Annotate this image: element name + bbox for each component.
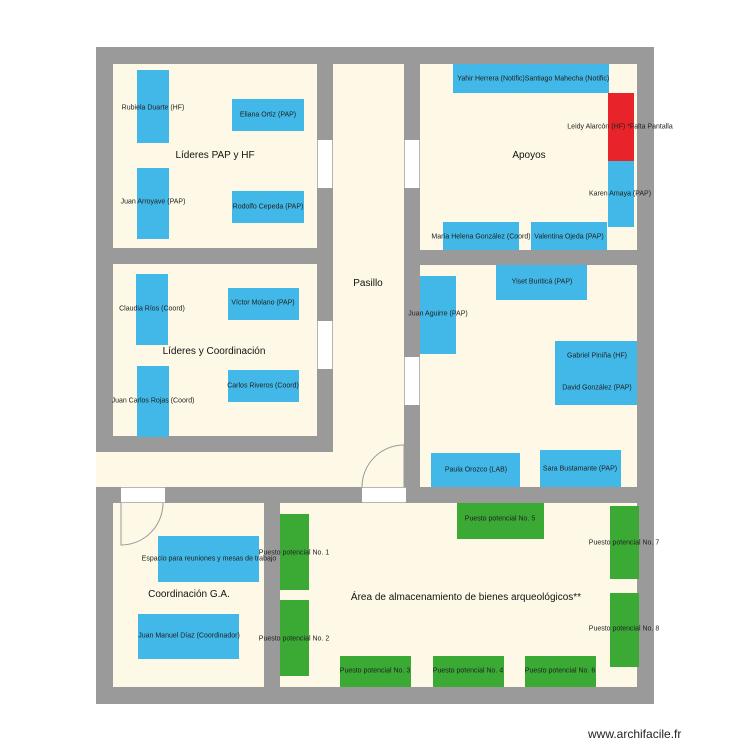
desk-yahir — [453, 64, 528, 93]
door-lideres-pap-hf[interactable] — [317, 140, 333, 188]
puesto-label-7: Puesto potencial No. 7 — [588, 539, 660, 547]
door-east-office[interactable] — [404, 357, 420, 405]
desk-label-santiago: Santiago Mahecha (Notific) — [524, 75, 610, 83]
desk-label-gabriel: Gabriel Piniña (HF) — [567, 352, 627, 360]
outer-wall-right — [637, 47, 654, 704]
footer-watermark: www.archifacile.fr — [588, 727, 682, 741]
puesto-label-3: Puesto potencial No. 3 — [339, 667, 411, 675]
desk-label-yiset: Yiset Buriticá (PAP) — [511, 278, 573, 286]
desk-juan-aguirre — [420, 276, 456, 354]
puesto-1 — [280, 514, 309, 590]
puesto-label-1: Puesto potencial No. 1 — [258, 549, 330, 557]
wall-left-bottom — [96, 436, 333, 452]
desk-maria — [443, 222, 519, 250]
room-label-almacenamiento: Área de almacenamiento de bienes arqueol… — [350, 592, 582, 603]
desk-victor — [228, 288, 299, 320]
desk-label-karen: Karen Amaya (PAP) — [588, 190, 652, 198]
desk-karen — [608, 161, 634, 227]
door-almacenamiento[interactable] — [362, 487, 406, 503]
puesto-label-6: Puesto potencial No. 6 — [524, 667, 596, 675]
puesto-label-5: Puesto potencial No. 5 — [464, 515, 536, 523]
desk-sara — [540, 450, 621, 487]
desk-label-yahir: Yahir Herrera (Notific) — [457, 75, 525, 83]
desk-label-leidy: Leidy Alarcón (HF) *Falta Pantalla — [567, 123, 673, 131]
puesto-2 — [280, 600, 309, 676]
desk-label-paula: Paula Orozco (LAB) — [444, 466, 508, 474]
puesto-7 — [610, 506, 639, 579]
desk-santiago — [528, 64, 609, 93]
outer-wall-left — [96, 47, 113, 704]
desk-yiset — [496, 265, 587, 300]
puesto-label-2: Puesto potencial No. 2 — [258, 635, 330, 643]
puesto-4 — [433, 656, 504, 687]
desk-label-david: David González (PAP) — [562, 384, 632, 392]
room-apoyos — [420, 64, 637, 250]
desk-espacio-reuniones — [158, 536, 259, 582]
door-lideres-coord[interactable] — [317, 321, 333, 369]
desk-label-sara: Sara Bustamante (PAP) — [542, 465, 618, 473]
desk-label-juan-manuel: Juan Manuel Díaz (Coordinador) — [138, 632, 240, 640]
desk-label-valentina: Valentina Ojeda (PAP) — [534, 233, 604, 241]
puesto-label-4: Puesto potencial No. 4 — [432, 667, 504, 675]
door-apoyos[interactable] — [404, 140, 420, 188]
desk-juan-carlos — [137, 366, 169, 437]
desk-rodolfo — [232, 191, 304, 223]
puesto-3 — [340, 656, 411, 687]
outer-wall-bottom — [96, 687, 654, 704]
desk-claudia — [136, 274, 168, 345]
desk-label-juan-arroyave: Juan Arroyave (PAP) — [120, 198, 186, 206]
desk-gabriel-david — [555, 341, 637, 405]
room-pasillo — [333, 64, 404, 487]
puesto-5 — [457, 503, 544, 539]
room-label-pasillo: Pasillo — [353, 278, 383, 289]
wall-coord-right — [264, 487, 280, 704]
wall-left-divider — [96, 248, 333, 264]
desk-label-rodolfo: Rodolfo Cepeda (PAP) — [232, 203, 304, 211]
desk-juan-manuel — [138, 614, 239, 659]
desk-eliana — [232, 99, 304, 131]
puesto-label-8: Puesto potencial No. 8 — [588, 625, 660, 633]
room-label-coordinacion-ga: Coordinación G.A. — [148, 589, 230, 600]
desk-label-claudia: Claudia Ríos (Coord) — [119, 305, 185, 313]
door-west-exit[interactable] — [96, 452, 113, 487]
desk-carlos — [228, 370, 299, 402]
door-coordinacion-ga[interactable] — [121, 487, 165, 503]
desk-label-espacio-reuniones: Espacio para reuniones y mesas de trabaj… — [141, 555, 277, 563]
desk-label-victor: Víctor Molano (PAP) — [231, 299, 295, 307]
room-label-lideres-pap-hf: Líderes PAP y HF — [175, 150, 255, 161]
desk-label-rubiela: Rubiela Duarte (HF) — [121, 104, 185, 112]
desk-valentina — [531, 222, 607, 250]
outer-wall-top — [96, 47, 654, 64]
desk-leidy — [608, 93, 634, 161]
room-label-apoyos: Apoyos — [512, 150, 546, 161]
desk-label-carlos: Carlos Riveros (Coord) — [227, 382, 299, 390]
desk-paula — [431, 453, 520, 487]
puesto-6 — [525, 656, 596, 687]
room-pasillo-lower — [113, 452, 404, 487]
room-label-lideres-coord: Líderes y Coordinación — [162, 346, 266, 357]
desk-label-eliana: Eliana Ortiz (PAP) — [239, 111, 297, 119]
desk-juan-arroyave — [137, 168, 169, 239]
wall-right-divider — [404, 250, 654, 265]
desk-label-juan-aguirre: Juan Aguirre (PAP) — [408, 310, 468, 318]
desk-label-juan-carlos: Juan Carlos Rojas (Coord) — [111, 397, 195, 405]
puesto-8 — [610, 593, 639, 667]
desk-rubiela — [137, 70, 169, 143]
desk-label-maria: María Helena González (Coord) — [431, 233, 531, 241]
